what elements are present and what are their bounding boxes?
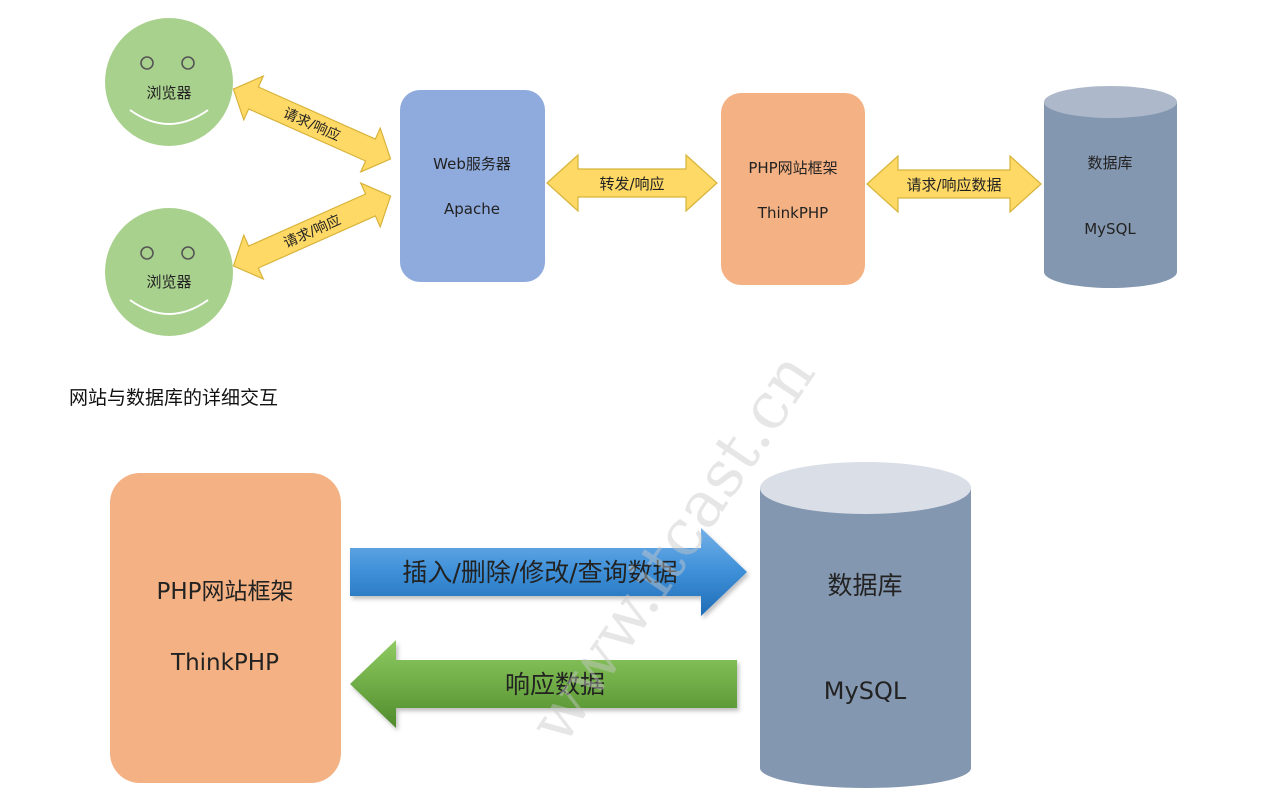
top-diagram: 浏览器 浏览器 请求/响应 请求/响应 Web服务器 Apache <box>105 18 1177 336</box>
smiley-mouth <box>129 109 209 125</box>
arrow-label-forward-response: 转发/响应 <box>599 175 664 193</box>
arrow-label-response-data: 响应数据 <box>505 670 605 699</box>
smiley-eye-right <box>181 246 195 260</box>
framework-node-bottom: PHP网站框架 ThinkPHP <box>110 473 341 783</box>
web-server-title: Web服务器 <box>433 155 511 173</box>
section-caption: 网站与数据库的详细交互 <box>69 387 279 409</box>
arrow-label-request-response-data: 请求/响应数据 <box>906 176 1001 194</box>
database-title-bottom: 数据库 <box>827 571 902 600</box>
web-server-subtitle: Apache <box>444 200 500 218</box>
smiley-eye-right <box>181 56 195 70</box>
framework-subtitle-top: ThinkPHP <box>757 204 828 222</box>
database-subtitle-bottom: MySQL <box>824 677 907 705</box>
arrow-label-crud: 插入/删除/修改/查询数据 <box>402 558 677 587</box>
database-node-top: 数据库 MySQL <box>1044 86 1177 288</box>
arrow-browser2-webserver: 请求/响应 <box>232 181 392 281</box>
database-cylinder-top <box>1044 86 1177 118</box>
browser-node-1: 浏览器 <box>105 18 233 146</box>
arrow-webserver-framework: 转发/响应 <box>546 153 718 213</box>
database-cylinder-top <box>760 462 971 514</box>
web-server-node: Web服务器 Apache <box>400 90 545 282</box>
framework-title-top: PHP网站框架 <box>748 159 837 177</box>
arrow-browser1-webserver: 请求/响应 <box>232 74 392 174</box>
browser-label-1: 浏览器 <box>146 84 191 102</box>
framework-node-top: PHP网站框架 ThinkPHP <box>721 93 865 285</box>
database-subtitle-top: MySQL <box>1084 220 1136 238</box>
framework-title-bottom: PHP网站框架 <box>156 579 293 605</box>
framework-subtitle-bottom: ThinkPHP <box>170 650 279 676</box>
smiley-face-icon <box>105 18 233 146</box>
smiley-face-icon <box>105 208 233 336</box>
smiley-mouth <box>129 299 209 315</box>
arrow-framework-database: 请求/响应数据 <box>866 154 1042 214</box>
database-title-top: 数据库 <box>1087 154 1132 172</box>
database-node-bottom: 数据库 MySQL <box>760 462 971 788</box>
smiley-eye-left <box>140 56 154 70</box>
browser-node-2: 浏览器 <box>105 208 233 336</box>
arrow-crud-right: 插入/删除/修改/查询数据 <box>350 528 747 616</box>
arrow-response-left: 响应数据 <box>350 640 737 728</box>
browser-label-2: 浏览器 <box>146 273 191 291</box>
bottom-diagram: PHP网站框架 ThinkPHP 插入/删除/修改/查询数据 响应数据 数据库 … <box>110 462 971 788</box>
smiley-eye-left <box>140 246 154 260</box>
